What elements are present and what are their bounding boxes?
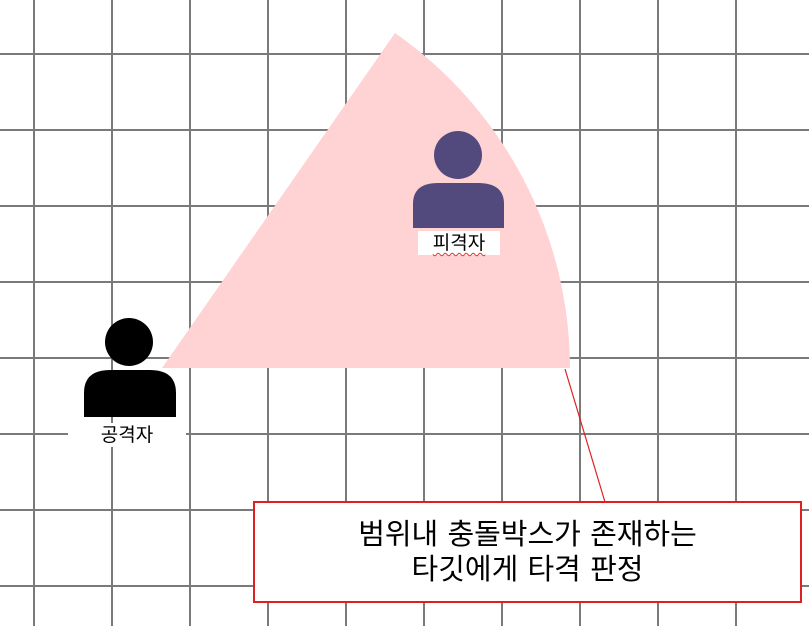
attacker-person-icon xyxy=(84,318,176,417)
callout-line-1: 범위내 충돌박스가 존재하는 xyxy=(358,517,697,551)
callout-leader-line xyxy=(564,368,606,503)
callout-box: 범위내 충돌박스가 존재하는 타깃에게 타격 판정 xyxy=(253,501,802,603)
target-person-icon xyxy=(413,131,504,228)
callout-line-2: 타깃에게 타격 판정 xyxy=(411,552,644,586)
attacker-label: 공격자 xyxy=(68,423,186,447)
attack-range-sector xyxy=(162,33,570,368)
attacker-label-text: 공격자 xyxy=(100,424,154,446)
target-label: 피격자 xyxy=(418,231,500,255)
target-label-text: 피격자 xyxy=(432,232,486,254)
